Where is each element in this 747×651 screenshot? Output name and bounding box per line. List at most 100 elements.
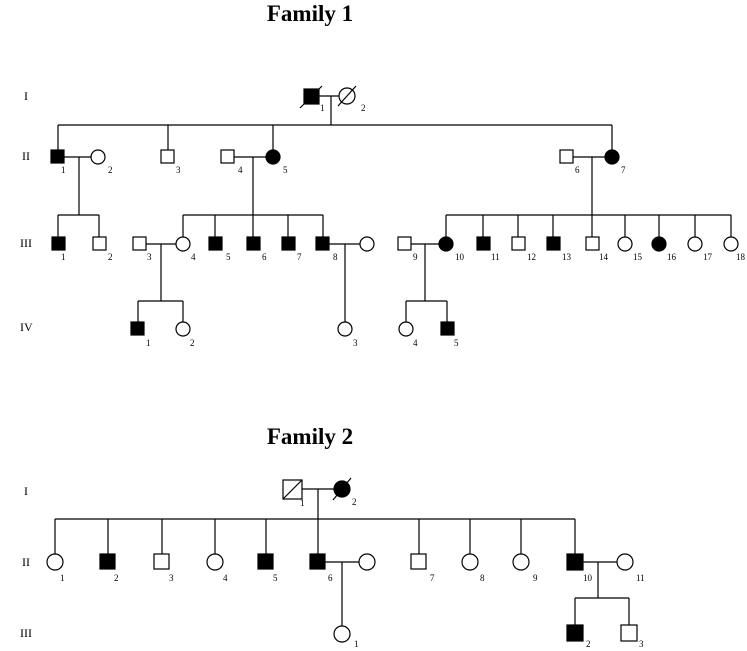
- f2-II-1-female: [46, 553, 64, 571]
- f2-II-5-affected-male: [257, 553, 274, 570]
- f1-II-3-label: 3: [176, 165, 181, 175]
- f1-III-15-female: [617, 236, 633, 252]
- f2-II-7-male: [410, 553, 427, 570]
- f1-III-8-spouse-female: [359, 236, 375, 252]
- f1-III-9-label: 9: [413, 252, 418, 262]
- f2-II-4-label: 4: [223, 573, 228, 583]
- f1-I-1-label: 1: [320, 103, 325, 113]
- f2-II-8-label: 8: [480, 573, 485, 583]
- f2-III-2-label: 2: [586, 639, 591, 649]
- f2-II-1-label: 1: [60, 573, 65, 583]
- f1-III-1-label: 1: [61, 252, 66, 262]
- f2-II-10-affected-male: [566, 553, 584, 571]
- f1-I-1-deceased-mark: [299, 85, 323, 109]
- f1-III-6-affected-male: [246, 236, 261, 251]
- family-1-individuals: 1 2 1 2 3 4 5 6 7 1 2 3 4 5 6 7 8: [50, 85, 746, 348]
- f1-generation-label-2: II: [22, 149, 30, 163]
- f1-II-7-affected-female: [604, 149, 620, 165]
- f2-generation-label-1: I: [24, 484, 28, 498]
- f2-II-7-label: 7: [430, 573, 435, 583]
- f1-II-1-label: 1: [61, 165, 66, 175]
- f1-III-2-label: 2: [108, 252, 113, 262]
- f2-generation-label-2: II: [22, 555, 30, 569]
- f1-IV-1-affected-male: [130, 321, 145, 336]
- f1-II-5-label: 5: [283, 165, 288, 175]
- f2-II-10-label: 10: [583, 573, 593, 583]
- f2-generation-label-3: III: [20, 626, 32, 640]
- f1-III-7-affected-male: [281, 236, 296, 251]
- f2-II-6-label: 6: [328, 573, 333, 583]
- f1-II-6-label: 6: [575, 165, 580, 175]
- f1-II-7-label: 7: [621, 165, 626, 175]
- f1-III-13-label: 13: [562, 252, 572, 262]
- f1-IV-5-label: 5: [454, 338, 459, 348]
- f1-III-8-affected-male: [315, 236, 330, 251]
- family-1-lines: [57, 95, 732, 322]
- f1-III-10-label: 10: [455, 252, 465, 262]
- f2-III-3-male: [620, 624, 638, 642]
- f2-II-5-label: 5: [273, 573, 278, 583]
- f1-II-6-male: [559, 149, 574, 164]
- f1-IV-1-label: 1: [146, 338, 151, 348]
- f1-III-3-label: 3: [147, 252, 152, 262]
- f1-III-7-label: 7: [297, 252, 302, 262]
- f1-III-16-label: 16: [667, 252, 677, 262]
- f1-III-3-male: [132, 236, 147, 251]
- f1-III-4-label: 4: [191, 252, 196, 262]
- f2-I-2-deceased-mark: [332, 477, 352, 501]
- f1-III-12-male: [511, 236, 526, 251]
- f2-III-1-female: [333, 625, 351, 643]
- f1-II-1-affected-male: [50, 149, 65, 164]
- f1-III-8-label: 8: [333, 252, 338, 262]
- f1-III-9-male: [397, 236, 412, 251]
- family-2-lines: [54, 488, 630, 626]
- f1-III-2-male: [92, 236, 107, 251]
- f1-III-5-label: 5: [226, 252, 231, 262]
- f1-III-12-label: 12: [527, 252, 536, 262]
- f2-I-1-label: 1: [300, 498, 305, 508]
- f1-III-1-affected-male: [51, 236, 66, 251]
- f1-IV-4-label: 4: [413, 338, 418, 348]
- f1-II-2-label: 2: [108, 165, 113, 175]
- f1-III-17-female: [687, 236, 703, 252]
- f1-IV-2-label: 2: [190, 338, 195, 348]
- f1-III-5-affected-male: [208, 236, 223, 251]
- f1-III-6-label: 6: [262, 252, 267, 262]
- f1-III-17-label: 17: [703, 252, 713, 262]
- f1-III-11-affected-male: [476, 236, 491, 251]
- f1-I-2-label: 2: [361, 103, 366, 113]
- f1-II-2-female: [90, 149, 106, 165]
- f1-II-3-male: [160, 149, 175, 164]
- family-1-title: Family 1: [267, 1, 353, 26]
- f2-I-1-deceased-mark: [282, 479, 303, 500]
- f2-II-6-spouse-female: [358, 553, 376, 571]
- f1-generation-label-4: IV: [20, 320, 33, 334]
- f1-IV-2-female: [175, 321, 191, 337]
- f2-II-4-female: [206, 553, 224, 571]
- f1-III-16-affected-female: [651, 236, 667, 252]
- f1-IV-3-female: [337, 321, 353, 337]
- family-2-individuals: 1 2 1 2 3 4 5 6 7 8 9 10 11 1 2 3: [46, 477, 645, 649]
- f2-II-9-label: 9: [533, 573, 538, 583]
- f2-I-2-label: 2: [352, 497, 357, 507]
- f1-IV-4-female: [398, 321, 414, 337]
- f1-II-4-label: 4: [238, 165, 243, 175]
- f2-III-2-affected-male: [566, 624, 584, 642]
- f2-III-3-label: 3: [639, 639, 644, 649]
- f1-IV-3-label: 3: [353, 338, 358, 348]
- f1-III-13-affected-male: [546, 236, 561, 251]
- f2-II-8-female: [461, 553, 479, 571]
- f2-II-9-female: [512, 553, 530, 571]
- f1-generation-label-1: I: [24, 89, 28, 103]
- f1-II-5-affected-female: [265, 149, 281, 165]
- f1-III-15-label: 15: [633, 252, 643, 262]
- f1-IV-5-affected-male: [440, 321, 455, 336]
- f1-III-14-male: [585, 236, 600, 251]
- f1-II-4-male: [220, 149, 235, 164]
- family-2-title: Family 2: [267, 424, 353, 449]
- f1-III-18-label: 18: [736, 252, 746, 262]
- f2-III-1-label: 1: [354, 639, 359, 649]
- f1-III-10-affected-female: [438, 236, 454, 252]
- f2-II-2-label: 2: [114, 573, 119, 583]
